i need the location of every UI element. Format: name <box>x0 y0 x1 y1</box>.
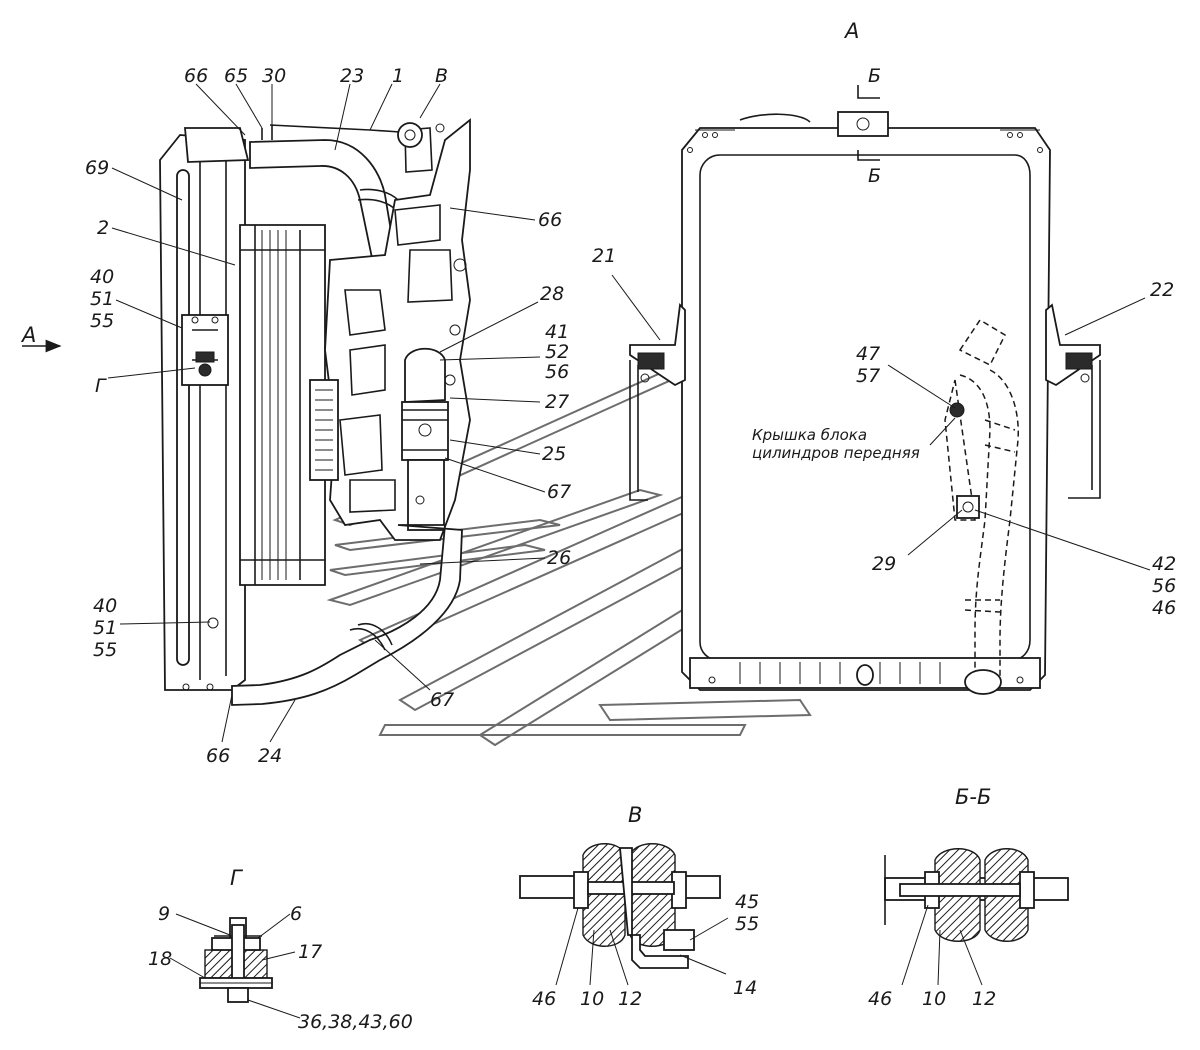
callout-55b: 55 <box>93 639 117 661</box>
callout-25: 25 <box>542 443 566 465</box>
callout-30: 30 <box>262 65 286 87</box>
callout-9: 9 <box>158 903 170 925</box>
detail-bb <box>884 848 1069 986</box>
callout-57: 57 <box>856 365 880 387</box>
callout-22: 22 <box>1150 279 1174 301</box>
callout-52: 52 <box>545 341 569 363</box>
callout-66-right: 66 <box>538 209 562 231</box>
callouts-left-view: 66 65 30 23 1 69 2 40 51 55 66 28 41 52 … <box>85 65 571 767</box>
callout-45: 45 <box>735 891 759 913</box>
callout-17: 17 <box>298 941 322 963</box>
callout-55a: 55 <box>90 310 114 332</box>
callout-36-38-43-60: 36,38,43,60 <box>298 1011 413 1033</box>
callout-40a: 40 <box>90 266 114 288</box>
callout-21: 21 <box>592 245 616 267</box>
callouts-detail-v: 45 55 14 46 10 12 <box>532 891 759 1010</box>
section-label-top: Б <box>868 65 881 87</box>
callout-18: 18 <box>148 948 172 970</box>
callout-46: 46 <box>532 988 556 1010</box>
callout-27: 27 <box>545 391 569 413</box>
detail-marker-g: Г <box>95 375 107 397</box>
detail-g <box>169 913 301 1019</box>
callout-66-bottom: 66 <box>206 745 230 767</box>
callout-67a: 67 <box>547 481 571 503</box>
callout-55: 55 <box>735 913 759 935</box>
callout-42: 42 <box>1152 553 1176 575</box>
callout-12: 12 <box>972 988 996 1010</box>
callout-66-top: 66 <box>184 65 208 87</box>
callout-28: 28 <box>540 283 564 305</box>
callout-41: 41 <box>545 321 569 343</box>
detail-v <box>519 843 729 986</box>
side-view-radiator <box>159 118 471 706</box>
annotation-text-2: цилиндров передняя <box>752 444 920 462</box>
callout-10: 10 <box>922 988 946 1010</box>
callout-69: 69 <box>85 157 109 179</box>
callout-51b: 51 <box>93 617 117 639</box>
callout-65: 65 <box>224 65 248 87</box>
callout-67b: 67 <box>430 689 454 711</box>
callout-1: 1 <box>392 65 404 87</box>
callout-2: 2 <box>97 217 109 239</box>
callout-46: 46 <box>1152 597 1176 619</box>
callout-56: 56 <box>1152 575 1176 597</box>
section-marks <box>857 85 880 161</box>
callouts-detail-g: 9 6 18 17 36,38,43,60 <box>148 903 413 1033</box>
callout-51a: 51 <box>90 288 114 310</box>
callout-40b: 40 <box>93 595 117 617</box>
leader-lines-left <box>107 83 546 743</box>
callout-46: 46 <box>868 988 892 1010</box>
annotation-text-1: Крышка блока <box>752 426 867 444</box>
callout-14: 14 <box>733 977 757 999</box>
detail-marker-v: В <box>435 65 448 87</box>
detail-title-g: Г <box>230 866 244 890</box>
callout-10: 10 <box>580 988 604 1010</box>
view-arrow-label: А <box>20 323 36 347</box>
front-view-radiator <box>629 111 1101 695</box>
leader-lines-right <box>611 274 1151 571</box>
callout-24: 24 <box>258 745 282 767</box>
view-title-a: А <box>843 19 859 43</box>
callout-6: 6 <box>290 903 302 925</box>
callout-56: 56 <box>545 361 569 383</box>
annotation-line: Крышка блока цилиндров передняя <box>752 426 920 462</box>
callout-26: 26 <box>547 547 571 569</box>
callout-12: 12 <box>618 988 642 1010</box>
view-titles: А А Б Б В Г В Б-Б Г <box>20 19 991 890</box>
callouts-right-view: 21 22 47 57 29 42 56 46 <box>592 245 1176 619</box>
callout-47: 47 <box>856 343 880 365</box>
section-label-bottom: Б <box>868 165 881 187</box>
callouts-detail-bb: 46 10 12 <box>868 988 996 1010</box>
callout-23: 23 <box>340 65 364 87</box>
detail-title-v: В <box>628 803 642 827</box>
detail-title-bb: Б-Б <box>955 785 991 809</box>
callout-29: 29 <box>872 553 896 575</box>
